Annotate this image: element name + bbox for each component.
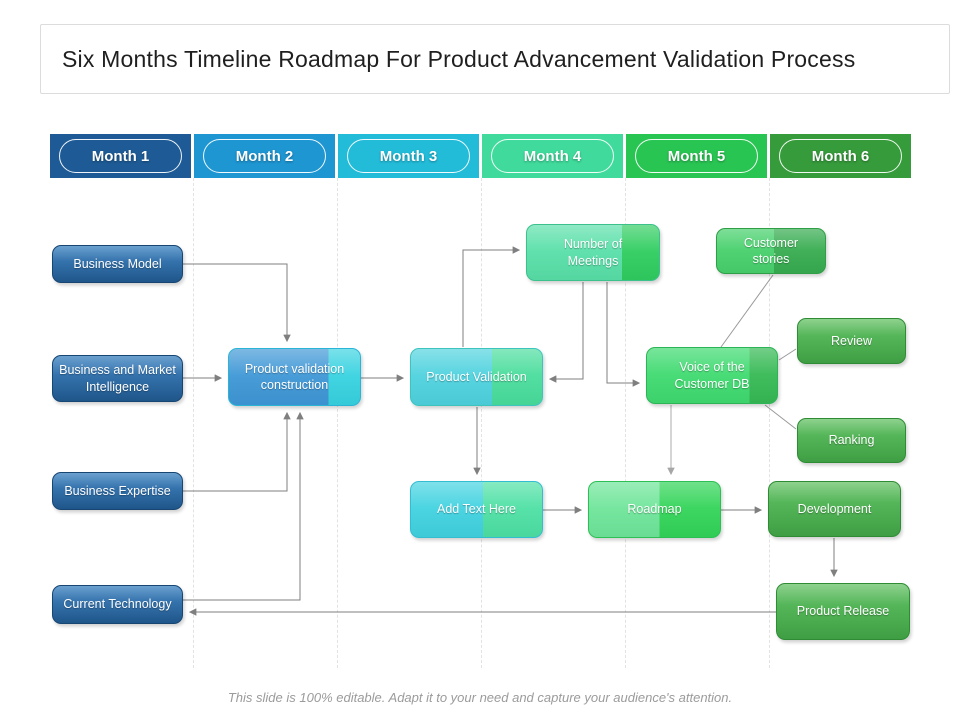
node-label: Ranking	[828, 433, 875, 448]
connector-line	[548, 282, 584, 383]
timeline-header: Month 1 Month 2 Month 3 Month 4 Month 5 …	[50, 134, 911, 178]
node-label: Product validation construction	[244, 361, 345, 392]
node-product-validation: Product Validation	[410, 348, 543, 406]
node-product-validation-construction: Product validation construction	[228, 348, 361, 406]
node-number-of-meetings: Number of Meetings	[526, 224, 660, 281]
node-label: Add Text Here	[437, 502, 516, 517]
column-divider	[337, 178, 338, 668]
node-business-market-intelligence: Business and Market Intelligence	[52, 355, 183, 402]
node-label: Development	[797, 501, 872, 516]
connector-line	[606, 282, 641, 387]
node-label: Business Expertise	[64, 483, 171, 498]
month-segment-3: Month 3	[338, 134, 479, 178]
month-label: Month 2	[235, 147, 294, 165]
node-label: Product Release	[796, 604, 890, 619]
month-label: Month 4	[523, 147, 582, 165]
connector-line	[183, 411, 291, 492]
month-label: Month 3	[379, 147, 438, 165]
node-ranking: Ranking	[797, 418, 906, 463]
page-title: Six Months Timeline Roadmap For Product …	[62, 45, 856, 72]
month-segment-1: Month 1	[50, 134, 191, 178]
month-pill-6: Month 6	[779, 139, 902, 173]
node-label: Current Technology	[63, 597, 172, 612]
month-pill-2: Month 2	[203, 139, 326, 173]
node-current-technology: Current Technology	[52, 585, 183, 624]
node-customer-stories: Customer stories	[716, 228, 826, 274]
month-segment-2: Month 2	[194, 134, 335, 178]
month-pill-3: Month 3	[347, 139, 470, 173]
node-label: Review	[831, 333, 872, 348]
connector-line	[183, 411, 304, 601]
node-product-release: Product Release	[776, 583, 910, 640]
node-label: Voice of the Customer DB	[674, 360, 750, 391]
month-label: Month 6	[811, 147, 870, 165]
connector-line	[462, 246, 521, 347]
month-segment-5: Month 5	[626, 134, 767, 178]
node-roadmap: Roadmap	[588, 481, 721, 538]
column-divider	[481, 178, 482, 668]
month-label: Month 5	[667, 147, 726, 165]
node-label: Business Model	[73, 256, 162, 271]
node-review: Review	[797, 318, 906, 364]
node-business-model: Business Model	[52, 245, 183, 283]
footer-note: This slide is 100% editable. Adapt it to…	[227, 690, 733, 705]
node-business-expertise: Business Expertise	[52, 472, 183, 510]
column-divider	[193, 178, 194, 668]
node-label: Product Validation	[426, 369, 527, 384]
node-label: Roadmap	[627, 502, 682, 517]
title-bar: Six Months Timeline Roadmap For Product …	[40, 24, 950, 94]
node-voice-customer-db: Voice of the Customer DB	[646, 347, 778, 404]
node-label: Number of Meetings	[563, 237, 623, 268]
month-segment-4: Month 4	[482, 134, 623, 178]
month-pill-1: Month 1	[59, 139, 182, 173]
connector-line	[778, 348, 797, 361]
node-development: Development	[768, 481, 901, 537]
month-segment-6: Month 6	[770, 134, 911, 178]
month-pill-5: Month 5	[635, 139, 758, 173]
node-label: Business and Market Intelligence	[59, 363, 176, 394]
node-label: Customer stories	[743, 235, 799, 266]
node-add-text-here: Add Text Here	[410, 481, 543, 538]
connector-line	[183, 263, 291, 343]
month-pill-4: Month 4	[491, 139, 614, 173]
connector-line	[720, 274, 774, 348]
month-label: Month 1	[91, 147, 150, 165]
column-divider	[625, 178, 626, 668]
